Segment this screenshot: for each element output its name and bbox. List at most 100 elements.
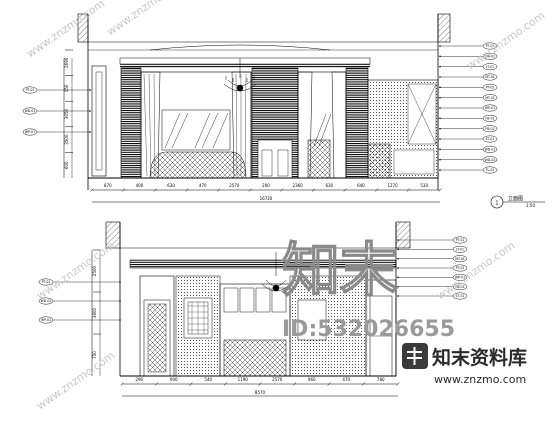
watermark-url-right: www.znzmo.com <box>434 239 517 303</box>
upper-right-callout-bubble-11 <box>482 156 498 164</box>
lower-right-callout-label-0: PT-01 <box>456 238 465 242</box>
upper-left-callout-bubble-2 <box>22 128 38 136</box>
lower-vertical-dimension-0: 2500 <box>92 265 97 276</box>
upper-dimension-6: 2360 <box>293 183 304 188</box>
lower-dimension-3: 1190 <box>238 377 249 382</box>
upper-right-callout-bubble-6 <box>482 104 498 112</box>
upper-title-scale: 1:50 <box>526 203 535 208</box>
upper-striped-panel-right <box>345 67 369 179</box>
upper-dimension-2: 630 <box>167 183 175 188</box>
lower-right-callout-bubble-3 <box>452 264 468 272</box>
lower-dimension-7: 780 <box>377 377 385 382</box>
lower-right-callout-bubble-2 <box>452 255 468 263</box>
upper-dimension-3: 470 <box>199 183 207 188</box>
watermark-url-top-right: www.znzmo.com <box>464 9 547 73</box>
lower-right-callout-label-6: ST-01 <box>456 294 465 298</box>
watermark-url-top-left: www.znzmo.com <box>24 0 107 60</box>
upper-right-callout-bubble-8 <box>482 125 498 133</box>
upper-right-callout-label-7: FB-01 <box>485 117 494 121</box>
upper-vertical-dimension-1: 150 <box>64 84 69 92</box>
lower-right-callout-bubble-5 <box>452 283 468 291</box>
upper-dimension-9: 1270 <box>387 183 398 188</box>
upper-vertical-dimension-4: 600 <box>64 161 69 169</box>
lower-left-wall-hatch <box>105 221 121 249</box>
upper-dimension-8: 640 <box>357 183 365 188</box>
upper-right-callouts: PT-01MR-01LT-01MT-01PT-02MT-02WP-01FB-01… <box>439 42 498 174</box>
upper-right-callout-label-11: WD-02 <box>485 158 496 162</box>
upper-right-callout-bubble-4 <box>482 83 498 91</box>
upper-right-callout-bubble-7 <box>482 114 498 122</box>
lower-right-callout-bubble-4 <box>452 273 468 281</box>
lower-left-callout-label-1: WD-01 <box>41 299 52 303</box>
lower-chandelier <box>261 252 291 292</box>
lower-dimension-4: 2570 <box>272 377 283 382</box>
lower-left-callout-bubble-2 <box>38 316 54 324</box>
lower-left-callout-bubble-1 <box>38 297 54 305</box>
upper-right-callout-bubble-2 <box>482 63 498 71</box>
upper-chandelier <box>223 58 257 92</box>
lower-left-callout-label-0: PT-01 <box>42 280 51 284</box>
upper-right-callout-label-0: PT-01 <box>486 44 495 48</box>
watermark-url-left: www.znzmo.com <box>34 239 117 303</box>
lower-left-dimension-labels: 2500 3600 750 <box>92 249 101 359</box>
upper-right-callout-label-1: MR-01 <box>485 55 495 59</box>
upper-right-callout-bubble-0 <box>482 42 498 50</box>
brand-url: www.znzmo.com <box>434 373 526 386</box>
upper-vertical-dimension-0: 2690 <box>64 57 69 68</box>
lower-dimension-2: 540 <box>204 377 212 382</box>
lower-right-callout-bubble-6 <box>452 292 468 300</box>
upper-right-callout-bubble-1 <box>482 52 498 60</box>
lower-dimension-1: 900 <box>170 377 178 382</box>
lower-right-callout-label-4: WP-01 <box>455 276 465 280</box>
brand-logo: 知末资料库 www.znzmo.com <box>402 343 527 386</box>
upper-right-callout-label-6: WP-01 <box>485 106 495 110</box>
upper-right-callout-bubble-3 <box>482 73 498 81</box>
lower-right-callout-label-3: PT-02 <box>456 266 465 270</box>
upper-title-mark: 1 立面图 1:50 <box>490 195 545 209</box>
lower-right-callout-label-5: FB-01 <box>455 285 464 289</box>
watermark-url-bottom-left: www.znzmo.com <box>34 349 117 413</box>
upper-vertical-dimension-2: 3050 <box>64 108 69 119</box>
upper-right-callout-label-10: WD-01 <box>485 148 496 152</box>
upper-right-callout-label-4: PT-02 <box>486 86 495 90</box>
upper-dimension-7: 630 <box>325 183 333 188</box>
lower-vertical-dimension-1: 3600 <box>92 307 97 318</box>
upper-dimension-10: 530 <box>420 183 428 188</box>
upper-right-callout-label-12: FL-01 <box>486 168 495 172</box>
upper-title-number: 1 <box>495 201 498 207</box>
upper-right-callout-bubble-10 <box>482 145 498 153</box>
lower-total-dimension: 8570 <box>255 390 266 395</box>
upper-left-callout-label-0: PT-01 <box>26 88 35 92</box>
upper-right-callout-bubble-12 <box>482 166 498 174</box>
lower-right-callout-label-2: MT-01 <box>455 257 465 261</box>
lower-dimension-5: 960 <box>308 377 316 382</box>
upper-left-callout-label-1: WD-01 <box>25 109 36 113</box>
upper-right-callout-bubble-5 <box>482 94 498 102</box>
lower-vertical-dimension-2: 750 <box>92 351 97 359</box>
upper-right-callout-label-2: LT-01 <box>486 65 494 69</box>
upper-right-callout-bubble-9 <box>482 135 498 143</box>
upper-left-panel <box>91 65 107 177</box>
upper-striped-panel-left <box>120 67 142 179</box>
upper-right-callout-label-3: MT-01 <box>485 75 495 79</box>
upper-dimension-1: 400 <box>136 183 144 188</box>
upper-left-wall-hatch <box>77 13 89 43</box>
lower-left-callout-bubble-0 <box>38 278 54 286</box>
upper-left-callout-label-2: WP-01 <box>25 130 35 134</box>
lower-dimension-0: 290 <box>135 377 143 382</box>
upper-right-callout-label-9: ST-01 <box>486 137 495 141</box>
upper-dimension-4: 2570 <box>229 183 240 188</box>
upper-left-callout-bubble-1 <box>22 107 38 115</box>
upper-left-callout-bubble-0 <box>22 86 38 94</box>
watermark-url-top: www.znzmo.com <box>104 0 187 38</box>
upper-right-callout-label-8: FB-02 <box>485 127 494 131</box>
